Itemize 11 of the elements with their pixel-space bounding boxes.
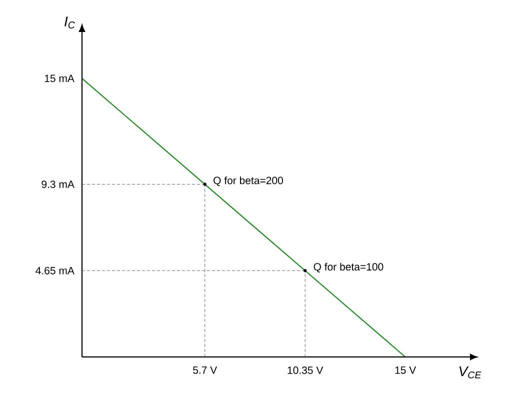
annotation: Q for beta=100 bbox=[314, 262, 384, 272]
y-tick-label: 9.3 mA bbox=[42, 180, 74, 188]
x-tick-label: 15 V bbox=[395, 366, 416, 374]
y-tick-label: 4.65 mA bbox=[36, 266, 74, 274]
y-tick-label: 15 mA bbox=[44, 74, 74, 82]
y-axis-title: I$_{C}$ bbox=[64, 16, 76, 28]
annotation: Q for beta=200 bbox=[214, 176, 283, 186]
x-axis-title: V$_{CE}$ bbox=[459, 366, 482, 378]
x-tick-label: 5.7 V bbox=[193, 366, 218, 374]
line-series bbox=[81, 78, 406, 358]
x-tick-label: 10.35 V bbox=[288, 366, 324, 374]
